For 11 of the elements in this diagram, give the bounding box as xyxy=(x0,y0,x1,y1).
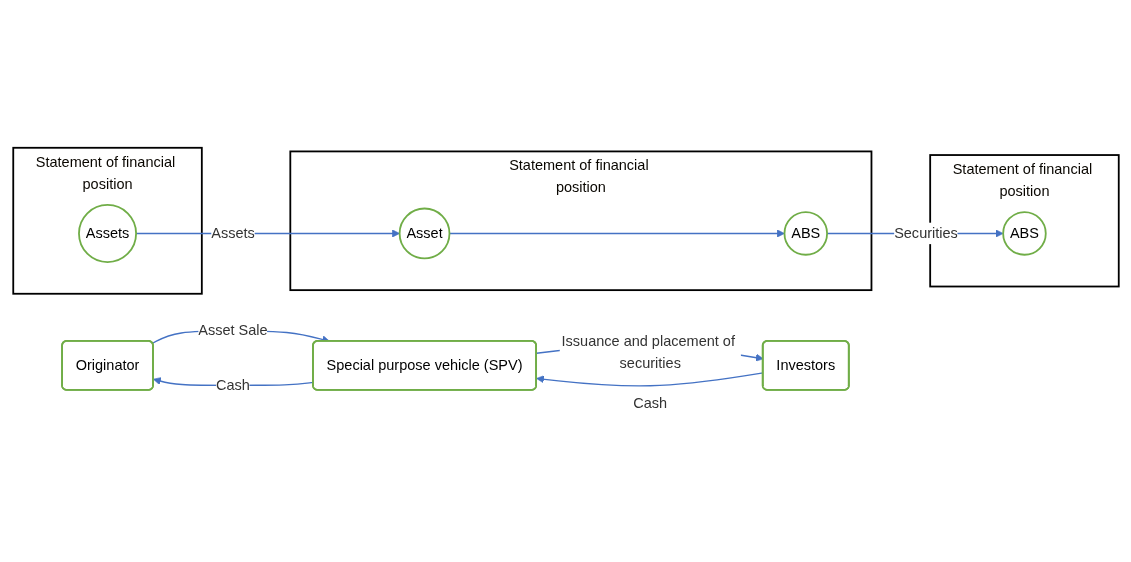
node-circle: Assets xyxy=(77,204,137,263)
node-circle: ABS xyxy=(1001,211,1047,256)
edge-label: Asset Sale xyxy=(197,322,268,339)
edge-label: Cash xyxy=(215,377,250,393)
node-circle: Asset xyxy=(398,207,450,260)
edge-label: Securities xyxy=(893,225,958,241)
edge-label: Issuance and placement of securities xyxy=(561,333,735,371)
node-circle: ABS xyxy=(783,211,828,256)
edge-label: Assets xyxy=(210,225,255,241)
arrow xyxy=(448,229,785,238)
edge-label: Cash xyxy=(632,395,667,411)
